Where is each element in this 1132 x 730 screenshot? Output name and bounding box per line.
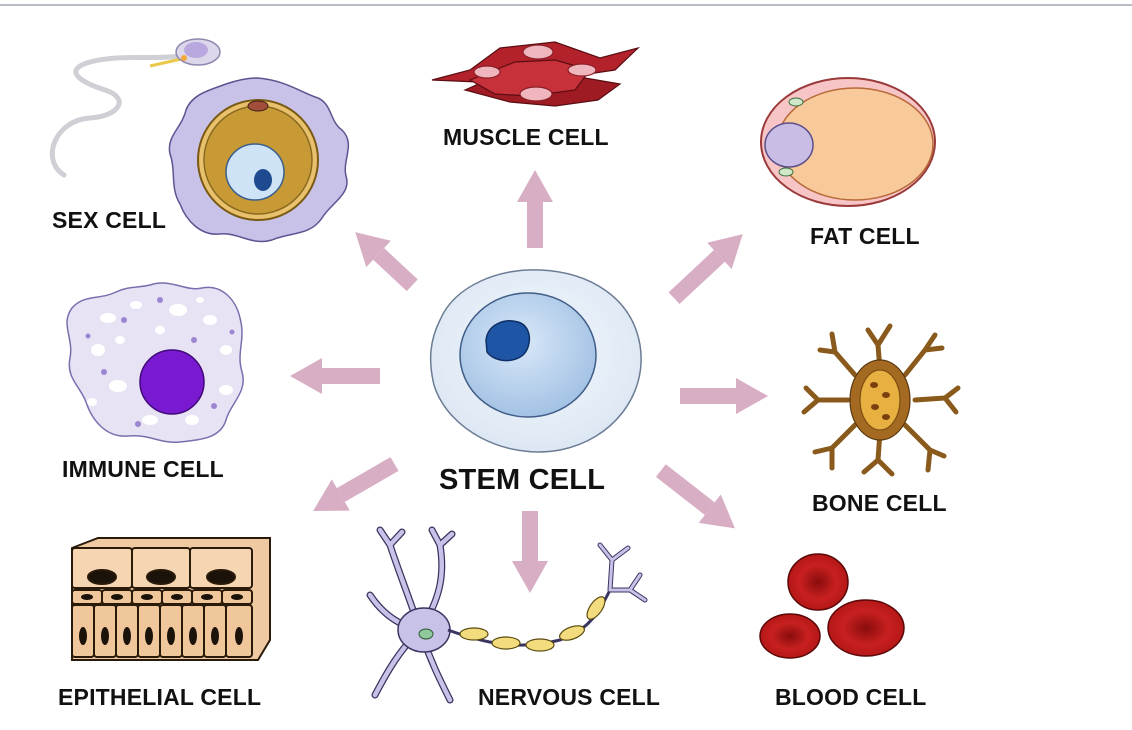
arrows (290, 170, 768, 593)
nervous-cell-illustration (366, 526, 648, 704)
arrow-to-nervous (512, 511, 548, 593)
arrow-to-fat (668, 234, 743, 305)
immune-cell-illustration (66, 282, 244, 443)
stem-cell-label: STEM CELL (439, 464, 606, 496)
arrow-to-immune (290, 358, 380, 394)
immune-cell-label: IMMUNE CELL (62, 456, 224, 482)
sex-cell-label: SEX CELL (52, 207, 167, 233)
arrow-to-muscle (517, 170, 553, 248)
epithelial-cell-label: EPITHELIAL CELL (58, 684, 262, 710)
epithelial-cell-illustration (71, 537, 271, 661)
nervous-cell-label: NERVOUS CELL (478, 684, 661, 710)
stem-cell-illustration (429, 269, 642, 453)
blood-cell-label: BLOOD CELL (775, 684, 927, 710)
muscle-cell-illustration (431, 41, 641, 107)
arrow-to-sex (355, 232, 418, 292)
muscle-cell-label: MUSCLE CELL (443, 124, 609, 150)
arrow-to-bone (680, 378, 768, 414)
arrow-to-blood (655, 464, 735, 529)
bone-cell-illustration (801, 323, 961, 477)
sex-cell-illustration (49, 38, 350, 243)
bone-cell-label: BONE CELL (812, 490, 947, 516)
fat-cell-label: FAT CELL (810, 223, 920, 249)
fat-cell-illustration (760, 77, 936, 207)
arrow-to-epithelial (313, 457, 399, 511)
top-border (0, 0, 1132, 6)
blood-cell-illustration (759, 553, 905, 659)
